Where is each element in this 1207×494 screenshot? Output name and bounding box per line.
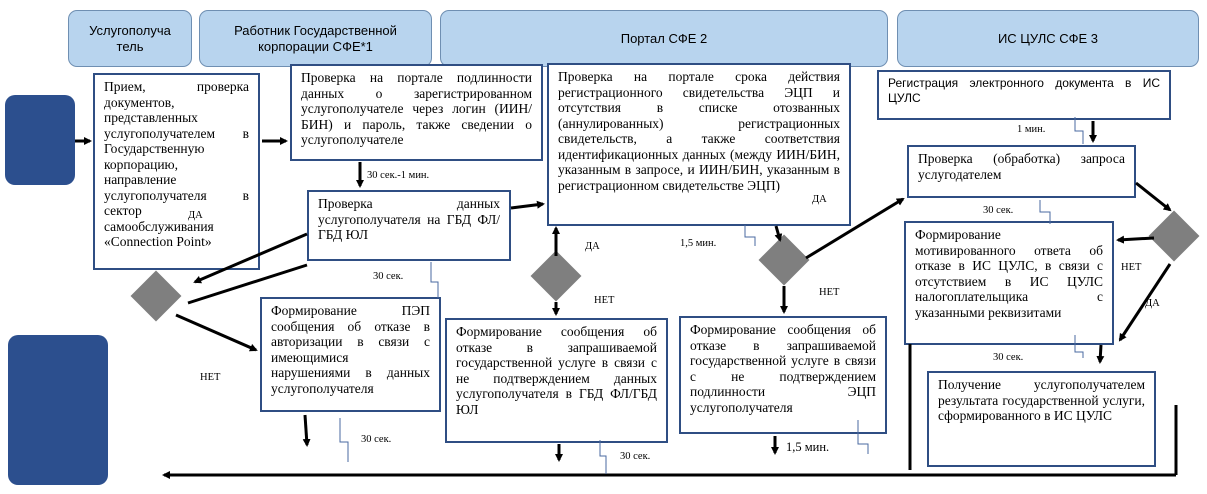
lane-header-recipient: Услугополуча тель — [68, 10, 192, 67]
box-culs-register: Регистрация электронного документа в ИС … — [877, 70, 1171, 120]
box-gbd-check: Проверка данных услугополучателя на ГБД … — [307, 190, 511, 261]
box-motivated-refusal: Формирование мотивированного ответа об о… — [904, 221, 1114, 345]
label-yes-ecp: ДА — [812, 194, 827, 205]
label-time-30s-gbd-refusal: 30 сек. — [620, 451, 651, 462]
label-time-1min: 1 мин. — [1017, 124, 1046, 135]
label-time-1-5min-ecp: 1,5 мин. — [680, 238, 717, 249]
label-no-culs: НЕТ — [1121, 262, 1142, 273]
label-time-30s-1min: 30 сек.-1 мин. — [367, 170, 430, 181]
label-time-1-5min-refusal: 1,5 мин. — [786, 440, 830, 454]
lane-header-corp-worker: Работник Государственной корпорации СФЕ*… — [199, 10, 432, 67]
box-portal-auth: Проверка на портале подлинности данных о… — [290, 64, 543, 161]
box-intake: Прием, проверка документов, представленн… — [93, 73, 260, 270]
end-block — [8, 335, 108, 485]
box-result: Получение услугополучателем результата г… — [927, 371, 1156, 467]
box-gbd-refusal: Формирование сообщения об отказе в запра… — [445, 318, 668, 443]
lane-header-is-culs: ИС ЦУЛС СФЕ 3 — [897, 10, 1199, 67]
label-no-ecp: НЕТ — [819, 287, 840, 298]
label-time-30s-pep: 30 сек. — [361, 434, 392, 445]
label-yes-auth: ДА — [585, 241, 600, 252]
label-no-gbd: НЕТ — [200, 372, 221, 383]
label-time-30s-motivated: 30 сек. — [993, 352, 1024, 363]
box-ecp-refusal: Формирование сообщения об отказе в запра… — [679, 316, 887, 434]
label-no-auth: НЕТ — [594, 295, 615, 306]
label-time-30s-provider: 30 сек. — [983, 205, 1014, 216]
lane-header-portal: Портал СФЕ 2 — [440, 10, 888, 67]
box-pep-refusal: Формирование ПЭП сообщения об отказе в а… — [260, 297, 441, 412]
label-yes-intake: ДА — [188, 210, 203, 221]
box-portal-ecp: Проверка на портале срока действия регис… — [547, 63, 851, 226]
label-yes-culs: ДА — [1145, 298, 1160, 309]
box-provider-check: Проверка (обработка) запроса услугодател… — [907, 145, 1136, 198]
label-time-30s-gbd: 30 сек. — [373, 271, 404, 282]
start-block — [5, 95, 75, 185]
